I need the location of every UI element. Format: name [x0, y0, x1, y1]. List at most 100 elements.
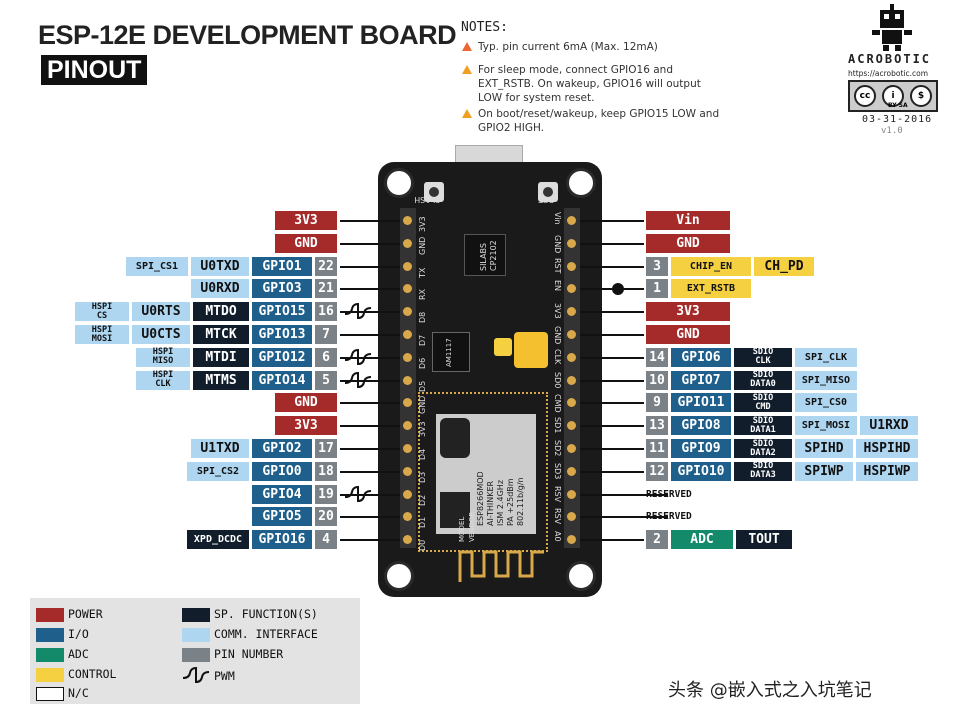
- rst-button[interactable]: [538, 182, 558, 202]
- pcb-antenna: [458, 550, 544, 582]
- header-pin: [403, 284, 412, 294]
- pin-label-ch-pd: CH_PD: [754, 256, 814, 276]
- pin-label-u0rts: U0RTS: [132, 302, 190, 322]
- pin-label-u0rxd: U0RXD: [191, 279, 249, 299]
- junction-dot: [612, 283, 624, 296]
- legend-swatch: [36, 628, 64, 642]
- board-pin-label: Vin: [553, 212, 562, 225]
- pin-label-gpio4: GPIO4: [252, 484, 312, 504]
- board-pin-label: RSV: [553, 485, 562, 502]
- pin-connector-line: [340, 425, 400, 428]
- page-subtitle: PINOUT: [41, 55, 148, 85]
- pin-label-gpio1: GPIO1: [252, 256, 312, 276]
- legend-swatch: [36, 608, 64, 622]
- pin-label-mtdo: MTDO: [193, 302, 249, 322]
- board-pin-label: SD1: [553, 417, 562, 434]
- header-pin: [567, 444, 576, 453]
- pin-connector-line: [580, 448, 644, 450]
- pin-label-hspiwp: HSPIWP: [856, 461, 918, 481]
- header-pin: [403, 261, 412, 271]
- flash-label: FLASH: [414, 195, 440, 204]
- logo-name: ACROBOTIC: [848, 52, 932, 66]
- pin-connector-line: [580, 356, 644, 359]
- header-pin: [567, 307, 576, 317]
- pin-connector-line: [580, 265, 644, 268]
- pin-connector-line: [580, 516, 668, 519]
- mount-hole: [566, 168, 596, 198]
- board-pin-label: RSV: [553, 508, 562, 525]
- legend-swatch: [36, 687, 64, 701]
- board-pin-label: D6: [418, 357, 427, 369]
- board-pin-label: D3: [418, 471, 427, 483]
- pin-connector-line: [580, 470, 644, 473]
- pin-label-spiwp: SPIWP: [795, 461, 853, 481]
- pin-label-chip-en: CHIP_EN: [671, 256, 751, 276]
- note-2: For sleep mode, connect GPIO16 and EXT_R…: [462, 63, 728, 105]
- header-pin: [403, 398, 412, 408]
- legend-swatch: [36, 668, 64, 682]
- pin-label-gpio6: GPIO6: [671, 347, 731, 367]
- pin-label-gnd: GND: [275, 393, 337, 413]
- nodemcu-board: FLASH RST SILABS CP2102 AM1117 ESP8266MO…: [378, 162, 602, 597]
- version: v1.0: [881, 126, 903, 136]
- board-pin-label: EN: [553, 280, 562, 292]
- pin-connector-line: [580, 493, 668, 496]
- pin-label-18: 18: [315, 461, 337, 481]
- legend-label: PWM: [214, 669, 235, 683]
- header-pin: [567, 421, 576, 431]
- board-pin-label: 3V3: [418, 421, 427, 438]
- robot-logo-icon: [872, 4, 912, 51]
- pin-label-19: 19: [315, 484, 337, 504]
- board-pin-label: TX: [418, 267, 427, 278]
- pin-label-gpio14: GPIO14: [252, 370, 312, 390]
- legend-label: COMM. INTERFACE: [214, 627, 318, 641]
- pin-label-spi-miso: SPI_MISO: [795, 370, 857, 390]
- pin-connector-line: [340, 356, 400, 359]
- pin-connector-line: [580, 425, 644, 428]
- board-pin-label: CLK: [553, 348, 562, 365]
- pin-label-gpio16: GPIO16: [252, 530, 312, 550]
- pin-connector-line: [340, 470, 400, 473]
- usb-uart-chip: SILABS CP2102: [464, 234, 506, 276]
- pin-connector-line: [340, 288, 400, 291]
- header-pin: [403, 535, 412, 545]
- regulator-chip: AM1117: [432, 332, 470, 372]
- legend: POWER I/O ADC CONTROL N/C SP. FUNCTION(S…: [30, 598, 360, 704]
- legend-label: PIN NUMBER: [214, 647, 284, 661]
- header-pin: [403, 352, 412, 362]
- pin-connector-line: [340, 379, 400, 382]
- header-pin: [567, 330, 576, 339]
- board-pin-label: D7: [418, 334, 427, 346]
- pwm-icon: [344, 371, 372, 388]
- note-1: Typ. pin current 6mA (Max. 12mA): [462, 40, 728, 54]
- logo-url: https://acrobotic.com: [848, 69, 929, 78]
- pin-connector-line: [340, 493, 400, 496]
- board-pin-label: SD0: [553, 371, 562, 388]
- pin-label-reserved: RESERVED: [646, 511, 692, 523]
- header-pin: [403, 307, 412, 317]
- pin-connector-line: [340, 220, 400, 222]
- pin-label-gpio2: GPIO2: [252, 439, 312, 458]
- header-pin: [567, 489, 576, 499]
- board-pin-label: D1: [418, 517, 427, 529]
- pin-label-14: 14: [646, 347, 668, 367]
- flash-button[interactable]: [424, 182, 444, 202]
- pin-label-tout: TOUT: [736, 530, 792, 550]
- capacitor: [514, 332, 548, 368]
- board-pin-label: CMD: [553, 394, 562, 414]
- cc-license-badge: cc i $: [848, 80, 938, 112]
- header-pin: [567, 535, 576, 545]
- page-title: ESP-12E DEVELOPMENT BOARD: [38, 20, 457, 50]
- pwm-icon: [182, 666, 210, 684]
- pin-label-gpio9: GPIO9: [671, 439, 731, 458]
- board-pin-label: RST: [553, 257, 562, 274]
- pin-label-spi-cs0: SPI_CS0: [795, 393, 857, 413]
- pin-label-gpio11: GPIO11: [671, 393, 731, 413]
- pin-label-u0txd: U0TXD: [191, 256, 249, 276]
- pin-label-gnd: GND: [275, 233, 337, 253]
- header-pin: [567, 352, 576, 362]
